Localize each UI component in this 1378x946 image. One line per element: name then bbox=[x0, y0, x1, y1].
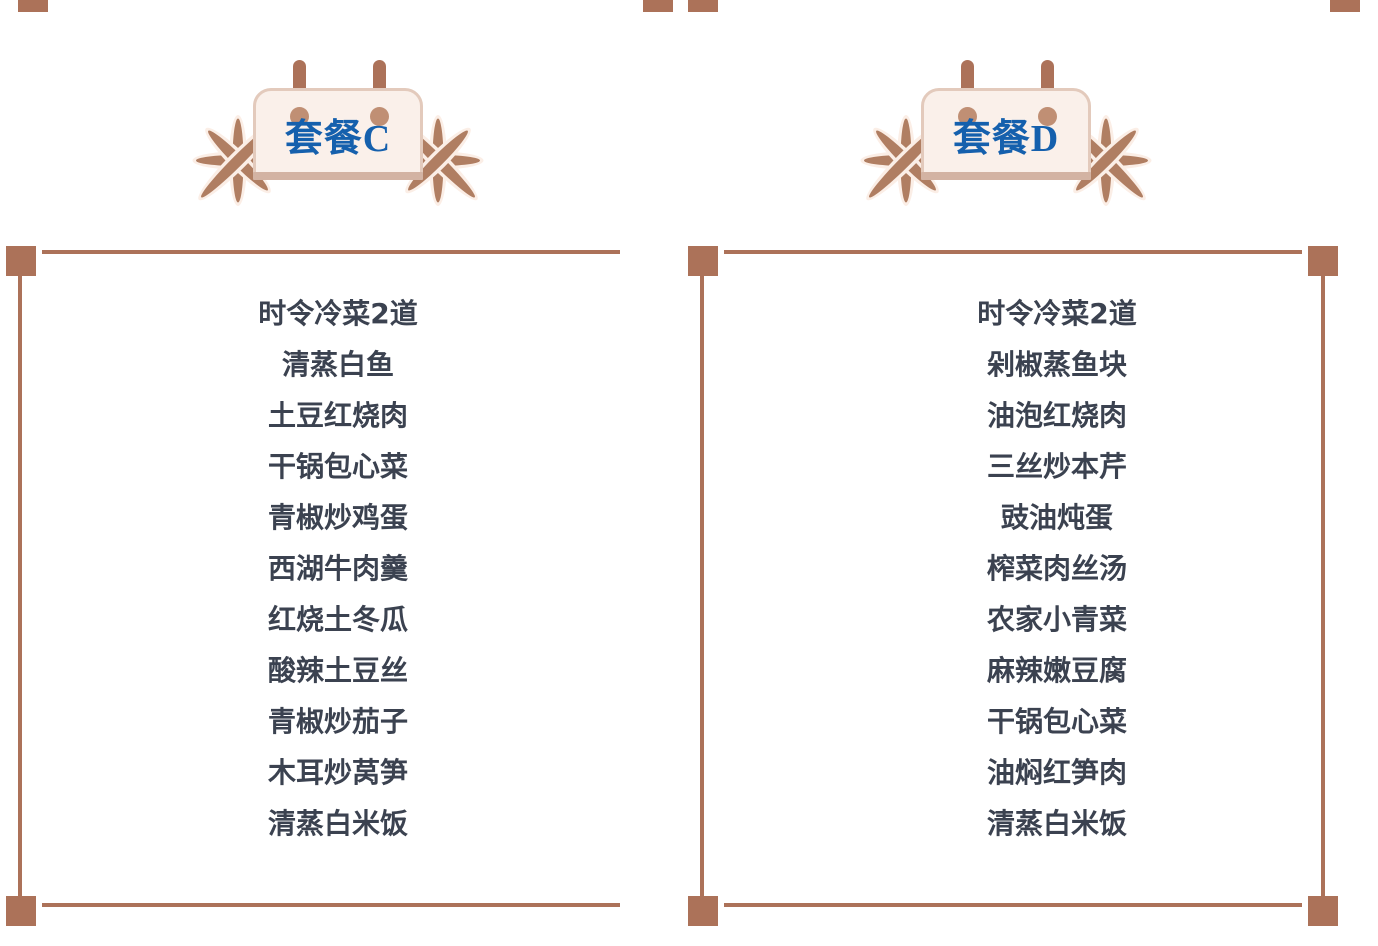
dish-item: 酸辣土豆丝 bbox=[267, 654, 408, 687]
badge-pin-head-left-icon bbox=[290, 107, 309, 126]
frame-rule-c-bottom bbox=[42, 903, 620, 907]
dish-item: 剁椒蒸鱼块 bbox=[986, 348, 1127, 381]
frame-rule-c-left bbox=[18, 268, 22, 920]
badge-card-base bbox=[921, 172, 1091, 180]
dish-item: 干锅包心菜 bbox=[986, 705, 1127, 738]
dish-list-set-d: 时令冷菜2道 剁椒蒸鱼块 油泡红烧肉 三丝炒本芹 豉油炖蛋 榨菜肉丝汤 农家小青… bbox=[684, 288, 1378, 849]
badge-card-base bbox=[253, 172, 423, 180]
dish-item: 红烧土冬瓜 bbox=[267, 603, 408, 636]
dish-item: 清蒸白米饭 bbox=[267, 807, 408, 840]
frame-rule-d-left bbox=[700, 268, 704, 920]
badge-pin-head-right-icon bbox=[370, 107, 389, 126]
corner-marker-top-left bbox=[18, 0, 48, 12]
dish-item: 西湖牛肉羹 bbox=[267, 552, 408, 585]
badge-set-c: 套餐C bbox=[188, 60, 488, 202]
dish-item: 干锅包心菜 bbox=[267, 450, 408, 483]
menu-title-set-d: 套餐D bbox=[952, 117, 1060, 160]
dish-item: 木耳炒莴笋 bbox=[267, 756, 408, 789]
frame-marker-c-bottom-left bbox=[6, 896, 36, 926]
badge-card bbox=[253, 88, 423, 180]
starburst-right-icon bbox=[1058, 112, 1154, 208]
corner-marker-top-center-left bbox=[643, 0, 673, 12]
dish-item: 榨菜肉丝汤 bbox=[986, 552, 1127, 585]
frame-marker-d-bottom-right bbox=[1308, 896, 1338, 926]
dish-item: 麻辣嫩豆腐 bbox=[986, 654, 1127, 687]
dish-item: 油焖红笋肉 bbox=[986, 756, 1127, 789]
dish-item: 农家小青菜 bbox=[986, 603, 1127, 636]
dish-item: 清蒸白鱼 bbox=[281, 348, 394, 381]
dish-item: 清蒸白米饭 bbox=[986, 807, 1127, 840]
corner-marker-top-right bbox=[1330, 0, 1360, 12]
dish-item: 青椒炒茄子 bbox=[267, 705, 408, 738]
dish-item: 时令冷菜2道 bbox=[977, 297, 1137, 330]
menu-title-set-c: 套餐C bbox=[284, 117, 392, 160]
badge-pin-head-left-icon bbox=[958, 107, 977, 126]
starburst-left-icon bbox=[858, 112, 954, 208]
frame-rule-c-top bbox=[42, 250, 620, 254]
badge-pin-head-right-icon bbox=[1038, 107, 1057, 126]
badge-set-d: 套餐D bbox=[856, 60, 1156, 202]
menu-panel-set-d: 套餐D 时令冷菜2道 剁椒蒸鱼块 油泡红烧肉 三丝炒本芹 豉油炖蛋 榨菜肉丝汤 … bbox=[684, 0, 1378, 946]
starburst-left-icon bbox=[190, 112, 286, 208]
dish-item: 油泡红烧肉 bbox=[986, 399, 1127, 432]
frame-rule-d-top bbox=[724, 250, 1302, 254]
frame-marker-d-bottom-left bbox=[688, 896, 718, 926]
menu-panel-set-c: 套餐C 时令冷菜2道 清蒸白鱼 土豆红烧肉 干锅包心菜 青椒炒鸡蛋 西湖牛肉羹 … bbox=[0, 0, 676, 946]
dish-item: 时令冷菜2道 bbox=[258, 297, 418, 330]
starburst-right-icon bbox=[390, 112, 486, 208]
dish-item: 土豆红烧肉 bbox=[267, 399, 408, 432]
frame-rule-d-bottom bbox=[724, 903, 1302, 907]
corner-marker-top-center-right bbox=[688, 0, 718, 12]
dish-item: 三丝炒本芹 bbox=[986, 450, 1127, 483]
dish-list-set-c: 时令冷菜2道 清蒸白鱼 土豆红烧肉 干锅包心菜 青椒炒鸡蛋 西湖牛肉羹 红烧土冬… bbox=[0, 288, 720, 849]
dish-item: 青椒炒鸡蛋 bbox=[267, 501, 408, 534]
frame-rule-d-right bbox=[1321, 268, 1325, 920]
dish-item: 豉油炖蛋 bbox=[1000, 501, 1113, 534]
